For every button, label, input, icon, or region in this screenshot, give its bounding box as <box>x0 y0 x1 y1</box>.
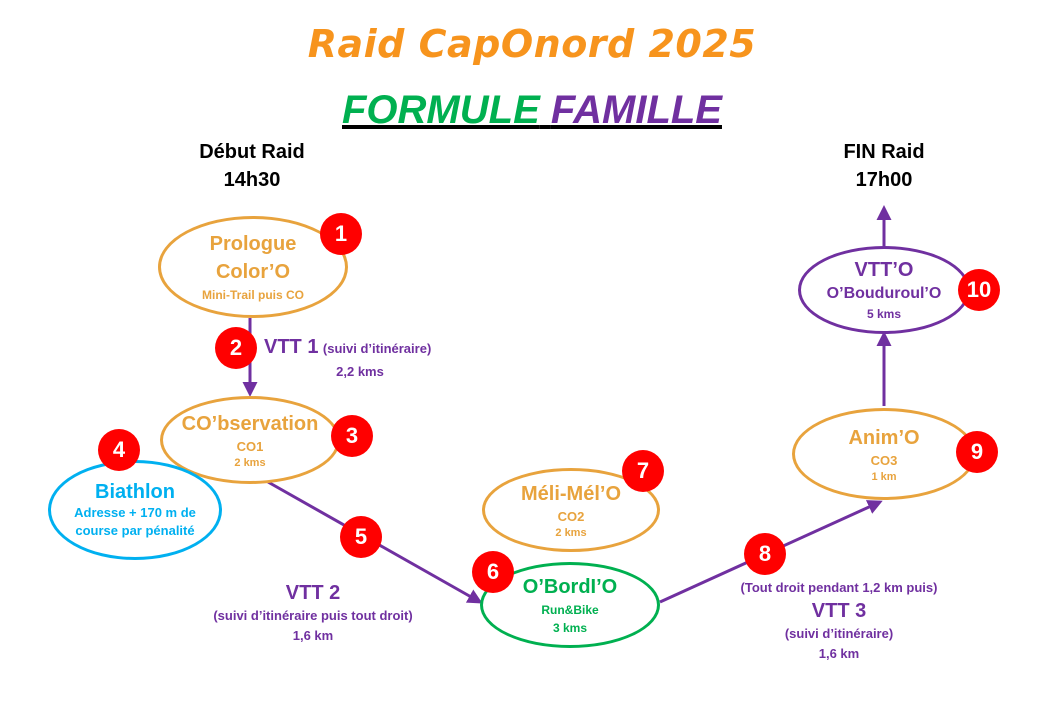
stage-biathlon: Biathlon Adresse + 170 m de course par p… <box>48 460 222 560</box>
stage-prologue: Prologue Color’O Mini-Trail puis CO <box>158 216 348 318</box>
badge-10: 10 <box>958 269 1000 311</box>
leg-vtt2-detail: (suivi d’itinéraire puis tout droit) <box>213 608 413 623</box>
leg-vtt2: VTT 2 (suivi d’itinéraire puis tout droi… <box>188 580 438 646</box>
stage-animo-name: Anim’O <box>848 427 920 449</box>
badge-7: 7 <box>622 450 664 492</box>
leg-vtt1-name: VTT 1 <box>264 336 319 358</box>
page-title: Raid CapOnord 2025 <box>307 22 757 66</box>
stage-melimelo: Méli-Mél’O CO2 2 kms <box>482 468 660 552</box>
stage-obordio: O’BordI’O Run&Bike 3 kms <box>480 562 660 648</box>
badge-5: 5 <box>340 516 382 558</box>
leg-vtt1-detail: (suivi d’itinéraire) <box>322 341 432 356</box>
stage-cobservation-code: CO1 <box>236 439 264 454</box>
finish-label: FIN Raid 17h00 <box>804 138 964 194</box>
badge-1: 1 <box>320 213 362 255</box>
finish-time: 17h00 <box>855 169 913 191</box>
start-time: 14h30 <box>223 169 281 191</box>
finish-text: FIN Raid <box>843 141 925 163</box>
badge-3: 3 <box>331 415 373 457</box>
stage-biathlon-detail: Adresse + 170 m de course par pénalité <box>74 505 196 538</box>
leg-vtt2-name: VTT 2 <box>285 582 341 604</box>
badge-8: 8 <box>744 533 786 575</box>
page-subtitle: FORMULE FAMILLE <box>0 88 1064 133</box>
stage-prologue-name: Prologue Color’O <box>209 233 297 283</box>
stage-vtto-name: VTT’O <box>854 259 914 281</box>
stage-cobservation-distance: 2 kms <box>234 457 266 469</box>
badge-9: 9 <box>956 431 998 473</box>
stage-melimelo-name: Méli-Mél’O <box>520 483 621 505</box>
leg-vtt1: VTT 1 (suivi d’itinéraire) <box>264 336 464 359</box>
stage-biathlon-name: Biathlon <box>95 481 175 503</box>
stage-vtto-distance: 5 kms <box>866 307 902 321</box>
leg-vtt2-distance: 1,6 km <box>292 628 334 643</box>
stage-melimelo-distance: 2 kms <box>555 527 587 539</box>
badge-2: 2 <box>215 327 257 369</box>
badge-6: 6 <box>472 551 514 593</box>
leg-vtt3-pre: (Tout droit pendant 1,2 km puis) <box>740 580 938 595</box>
stage-prologue-detail: Mini-Trail puis CO <box>201 288 304 302</box>
stage-obordio-name: O’BordI’O <box>522 576 618 598</box>
stage-cobservation-name: CO’bservation <box>181 413 319 435</box>
leg-vtt3-distance: 1,6 km <box>818 646 860 661</box>
stage-obordio-detail: Run&Bike <box>541 603 599 617</box>
stage-cobservation: CO’bservation CO1 2 kms <box>160 396 340 484</box>
stage-vtto-name2: O’Bouduroul’O <box>826 285 942 302</box>
stage-vtto: VTT’O O’Bouduroul’O 5 kms <box>798 246 970 334</box>
subtitle-formule: FORMULE <box>342 88 540 132</box>
leg-vtt3-detail: (suivi d’itinéraire) <box>784 626 894 641</box>
leg-vtt3: (Tout droit pendant 1,2 km puis) VTT 3 (… <box>714 578 964 664</box>
stage-animo-distance: 1 km <box>871 471 897 483</box>
leg-vtt1-distance: 2,2 kms <box>336 364 384 379</box>
badge-4: 4 <box>98 429 140 471</box>
stage-melimelo-code: CO2 <box>557 509 585 524</box>
subtitle-famille: FAMILLE <box>550 88 722 132</box>
stage-animo: Anim’O CO3 1 km <box>792 408 976 500</box>
stage-obordio-distance: 3 kms <box>552 621 588 635</box>
stage-animo-code: CO3 <box>870 453 898 468</box>
start-text: Début Raid <box>199 141 305 163</box>
leg-vtt3-name: VTT 3 <box>811 600 867 622</box>
start-label: Début Raid 14h30 <box>172 138 332 194</box>
